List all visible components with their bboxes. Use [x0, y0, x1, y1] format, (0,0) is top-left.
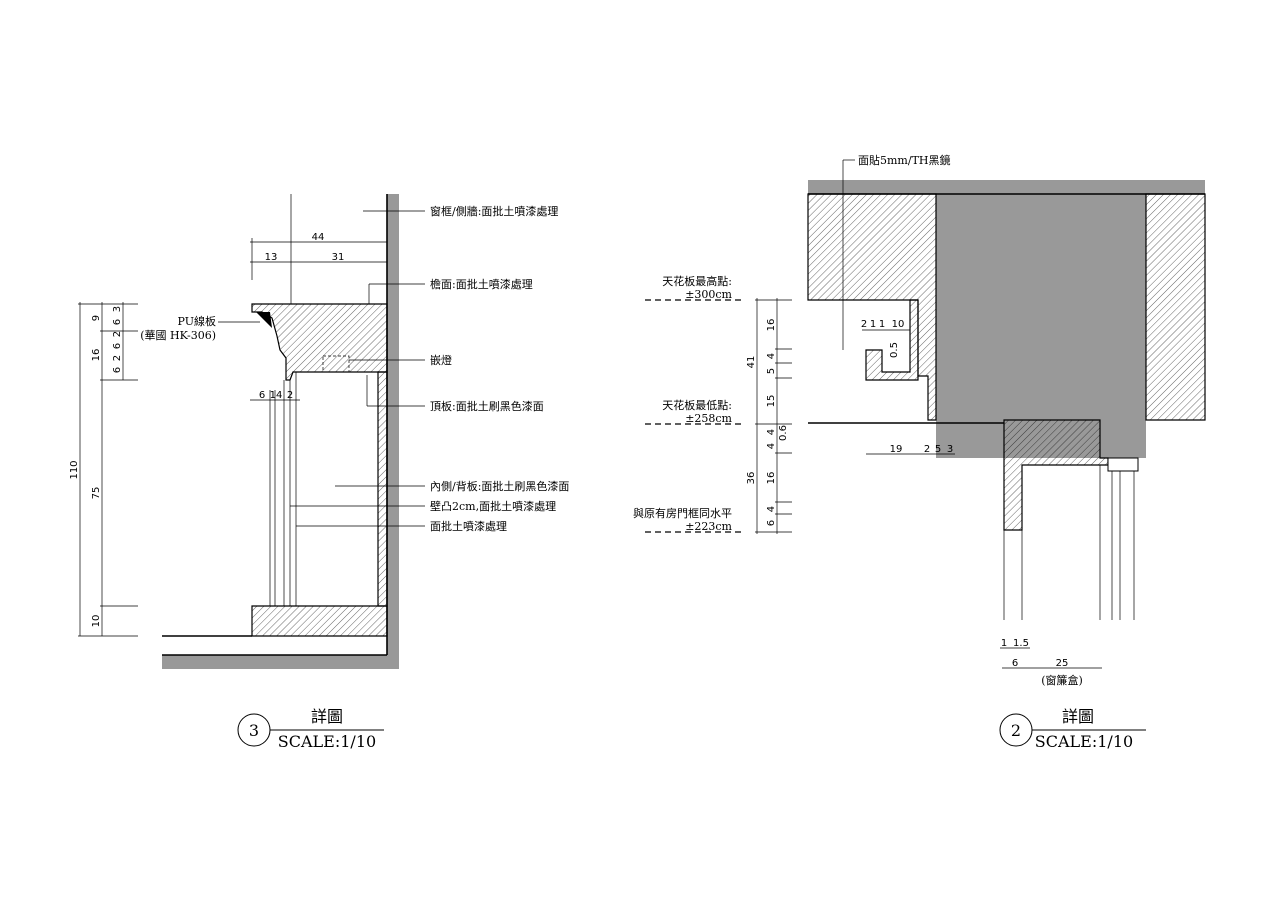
note-door-level: 與原有房門框同水平: [633, 506, 732, 520]
dim-16: 16: [766, 319, 777, 332]
dim-19: 19: [890, 444, 903, 455]
note-downlight: 嵌燈: [430, 353, 452, 367]
base-block: [251, 605, 388, 637]
detail-title: 詳圖: [311, 707, 343, 726]
dim-1-5: 1.5: [1013, 638, 1029, 649]
level-300: ±300cm: [685, 288, 732, 301]
dim-110: 110: [69, 460, 80, 479]
dim-44: 44: [312, 232, 325, 243]
level-223: ±223cm: [685, 520, 732, 533]
dim-0-6: 0.6: [778, 425, 789, 441]
dim-6: 6: [112, 319, 123, 325]
dim-1: 1: [1001, 638, 1007, 649]
dim-4: 4: [766, 443, 777, 449]
pu-molding: [256, 312, 272, 328]
detail-scale: SCALE:1/10: [1035, 732, 1133, 751]
dim-6: 6: [259, 390, 265, 401]
dim-1: 1: [870, 319, 876, 330]
dim-16: 16: [766, 472, 777, 485]
note-pu-molding: PU線板: [178, 314, 216, 328]
note-pu-model: (華國 HK-306): [140, 329, 216, 342]
dim-41: 41: [746, 356, 757, 369]
dim-6: 6: [112, 343, 123, 349]
dim-5: 5: [935, 444, 941, 455]
dim-10: 10: [892, 319, 905, 330]
detail-number: 2: [1011, 721, 1021, 740]
detail-scale: SCALE:1/10: [278, 732, 376, 751]
downlight-symbol: [322, 355, 350, 373]
dim-6: 6: [112, 367, 123, 373]
note-ceiling-high: 天花板最高點:: [662, 274, 732, 288]
dim-14: 14: [270, 390, 283, 401]
dim-5: 5: [766, 368, 777, 374]
slab-section: [808, 180, 1205, 194]
dim-3: 3: [112, 306, 123, 312]
detail-number: 3: [249, 721, 259, 740]
note-inner-back: 內側/背板:面批土刷黑色漆面: [430, 479, 569, 493]
dim-16: 16: [91, 349, 102, 362]
dim-1: 1: [879, 319, 885, 330]
detail-2: 天花板最高點: ±300cm 天花板最低點: ±258cm 與原有房門框同水平 …: [633, 153, 1206, 751]
curtain-box-block: [1003, 419, 1109, 531]
note-top-panel: 頂板:面批土刷黑色漆面: [430, 399, 544, 413]
note-ceiling-low: 天花板最低點:: [662, 398, 732, 412]
floor-section: [162, 655, 399, 669]
side-panel: [377, 371, 388, 607]
dim-2: 2: [861, 319, 867, 330]
wall-block-right: [1145, 193, 1206, 421]
dim-10: 10: [91, 615, 102, 628]
note-paint: 面批土噴漆處理: [430, 519, 507, 533]
note-wall-bump: 壁凸2cm,面批土噴漆處理: [430, 499, 556, 513]
note-window-frame: 窗框/側牆:面批土噴漆處理: [430, 204, 558, 218]
dim-4: 4: [766, 429, 777, 435]
detail-3: 44 13 31 110 9 16 75 10 3 6 2 6 2 6 6 14…: [69, 194, 569, 751]
dim-2: 2: [924, 444, 930, 455]
dim-75: 75: [91, 487, 102, 500]
dim-2: 2: [112, 331, 123, 337]
dim-4: 4: [766, 506, 777, 512]
note-eave: 檐面:面批土噴漆處理: [430, 277, 533, 291]
mirror-trim: [865, 299, 919, 381]
dim-6: 6: [766, 520, 777, 526]
dim-2: 2: [287, 390, 293, 401]
dim-4: 4: [766, 353, 777, 359]
dim-31: 31: [332, 252, 345, 263]
dim-0-5: 0.5: [889, 342, 900, 358]
curtain-track: [1107, 457, 1139, 472]
note-curtain-box: (窗簾盒): [1041, 673, 1083, 687]
dim-13: 13: [265, 252, 278, 263]
dim-9: 9: [91, 315, 102, 321]
ceiling-block-left: [807, 193, 937, 421]
dim-25: 25: [1056, 658, 1069, 669]
dim-15: 15: [766, 395, 777, 408]
detail-title: 詳圖: [1062, 707, 1094, 726]
dim-3: 3: [947, 444, 953, 455]
soffit-block: [251, 303, 388, 381]
note-mirror: 面貼5mm/TH黑鏡: [858, 153, 951, 167]
dim-6: 6: [1012, 658, 1018, 669]
wall-section: [387, 194, 399, 669]
dim-36: 36: [746, 472, 757, 485]
beam-section: [936, 194, 1146, 458]
dim-2: 2: [112, 355, 123, 361]
level-258: ±258cm: [685, 412, 732, 425]
